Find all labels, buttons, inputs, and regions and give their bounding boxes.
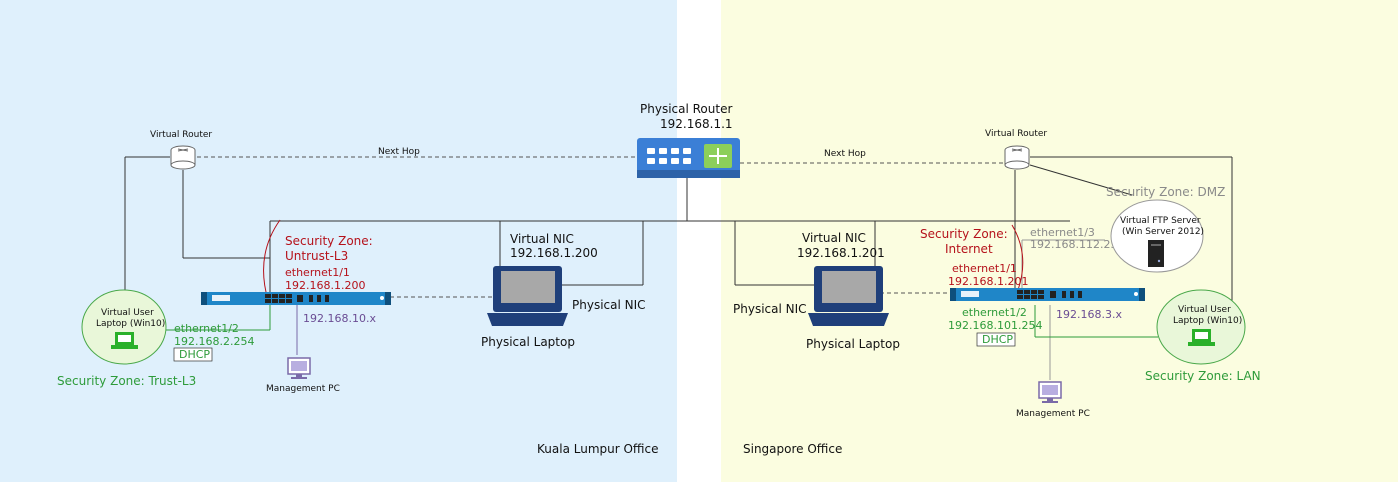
sg-zone-lan: Security Zone: LAN [1145, 369, 1261, 383]
laptop-icon [111, 332, 138, 349]
sg-physical-laptop-label: Physical Laptop [806, 337, 900, 351]
router-icon [637, 138, 740, 178]
kl-untrust-zone-arc [263, 219, 281, 301]
physical-router-ip: 192.168.1.1 [660, 117, 733, 131]
desktop-pc-icon [1038, 381, 1062, 403]
router-icon [1004, 145, 1030, 170]
physical-router[interactable]: Physical Router 192.168.1.1 [637, 102, 740, 178]
sg-virtual-router[interactable]: Virtual Router [985, 129, 1047, 170]
sg-zone-internet-line2: Internet [945, 242, 993, 256]
kl-virtual-nic-ip: 192.168.1.200 [510, 246, 598, 260]
kl-office-label: Kuala Lumpur Office [537, 442, 659, 456]
sg-virtual-router-label: Virtual Router [985, 129, 1047, 139]
sg-zone-internet-line1: Security Zone: [920, 227, 1008, 241]
sg-zone-dmz: Security Zone: DMZ [1106, 185, 1225, 199]
sg-lan-lines [1021, 239, 1158, 380]
sg-virtual-ftp-server[interactable]: Virtual FTP Server (Win Server 2012) [1110, 199, 1204, 273]
kl-virtual-user-laptop[interactable]: Virtual User Laptop (Win10) [81, 289, 167, 365]
kl-eth1-2-label: ethernet1/2 [174, 322, 239, 335]
sg-physical-laptop[interactable]: Virtual NIC 192.168.1.201 Physical NIC P… [733, 231, 900, 351]
kl-zone-untrust-line2: Untrust-L3 [285, 249, 348, 263]
sg-mgmt-pc-label: Management PC [1016, 409, 1090, 419]
kl-lan-lines [165, 305, 271, 331]
sg-eth1-2-ip: 192.168.101.254 [948, 319, 1042, 332]
sg-user-laptop-line2: Laptop (Win10) [1173, 316, 1242, 326]
kl-mgmt-net: 192.168.10.x [303, 312, 376, 325]
sg-virtual-nic-label: Virtual NIC [802, 231, 866, 245]
router-icon [170, 145, 196, 170]
kl-dhcp-badge [173, 347, 213, 362]
kl-management-pc[interactable]: Management PC [266, 357, 340, 394]
sg-eth1-2-label: ethernet1/2 [962, 306, 1027, 319]
kl-virtual-nic-label: Virtual NIC [510, 232, 574, 246]
sg-firewall[interactable] [950, 288, 1145, 301]
kl-virtual-router[interactable]: Virtual Router [150, 130, 212, 170]
sg-internet-zone-arc [1011, 224, 1024, 291]
sg-user-laptop-line1: Virtual User [1178, 305, 1231, 315]
server-tower-icon [1148, 240, 1164, 267]
next-hop-lines [197, 156, 1003, 298]
physical-router-title: Physical Router [640, 102, 732, 116]
sg-ftp-line2: (Win Server 2012) [1122, 227, 1204, 237]
kl-eth1-1-ip: 192.168.1.200 [285, 279, 365, 292]
sg-office-label: Singapore Office [743, 442, 842, 456]
firewall-appliance-icon [201, 292, 391, 305]
sg-next-hop-label: Next Hop [824, 149, 866, 159]
kl-eth1-1-label: ethernet1/1 [285, 266, 350, 279]
sg-management-pc[interactable]: Management PC [1016, 381, 1090, 419]
sg-ftp-line1: Virtual FTP Server [1120, 216, 1201, 226]
singapore-office-zone [721, 0, 1398, 482]
kl-physical-laptop-label: Physical Laptop [481, 335, 575, 349]
kl-next-hop-label: Next Hop [378, 147, 420, 157]
sg-dhcp-badge [976, 332, 1016, 347]
kl-zone-trust: Security Zone: Trust-L3 [57, 374, 196, 388]
sg-eth1-3-label: ethernet1/3 [1030, 226, 1095, 239]
sg-eth1-1-label: ethernet1/1 [952, 262, 1017, 275]
sg-physical-nic-label: Physical NIC [733, 302, 807, 316]
sg-eth1-1-ip: 192.168.1.201 [948, 275, 1028, 288]
kl-virtual-router-label: Virtual Router [150, 130, 212, 140]
sg-mgmt-net: 192.168.3.x [1056, 308, 1122, 321]
kl-physical-nic-label: Physical NIC [572, 298, 646, 312]
sg-virtual-nic-ip: 192.168.1.201 [797, 246, 885, 260]
laptop-icon [808, 266, 889, 326]
kuala-lumpur-office-zone [0, 0, 677, 482]
connection-lines [124, 156, 1233, 305]
sg-dhcp-label: DHCP [982, 333, 1013, 346]
kl-user-laptop-line1: Virtual User [101, 308, 154, 318]
kl-firewall[interactable] [201, 292, 391, 305]
laptop-icon [1188, 329, 1215, 346]
kl-dhcp-label: DHCP [179, 348, 210, 361]
sg-eth1-3-ip: 192.168.112.254 [1030, 238, 1124, 251]
firewall-appliance-icon [950, 288, 1145, 301]
kl-user-laptop-line2: Laptop (Win10) [96, 319, 165, 329]
kl-physical-laptop[interactable]: Virtual NIC 192.168.1.200 Physical NIC P… [481, 232, 646, 349]
desktop-pc-icon [287, 357, 311, 379]
kl-eth1-2-ip: 192.168.2.254 [174, 335, 254, 348]
laptop-icon [487, 266, 568, 326]
kl-mgmt-pc-label: Management PC [266, 384, 340, 394]
kl-zone-untrust-line1: Security Zone: [285, 234, 373, 248]
sg-virtual-user-laptop[interactable]: Virtual User Laptop (Win10) [1156, 289, 1246, 365]
